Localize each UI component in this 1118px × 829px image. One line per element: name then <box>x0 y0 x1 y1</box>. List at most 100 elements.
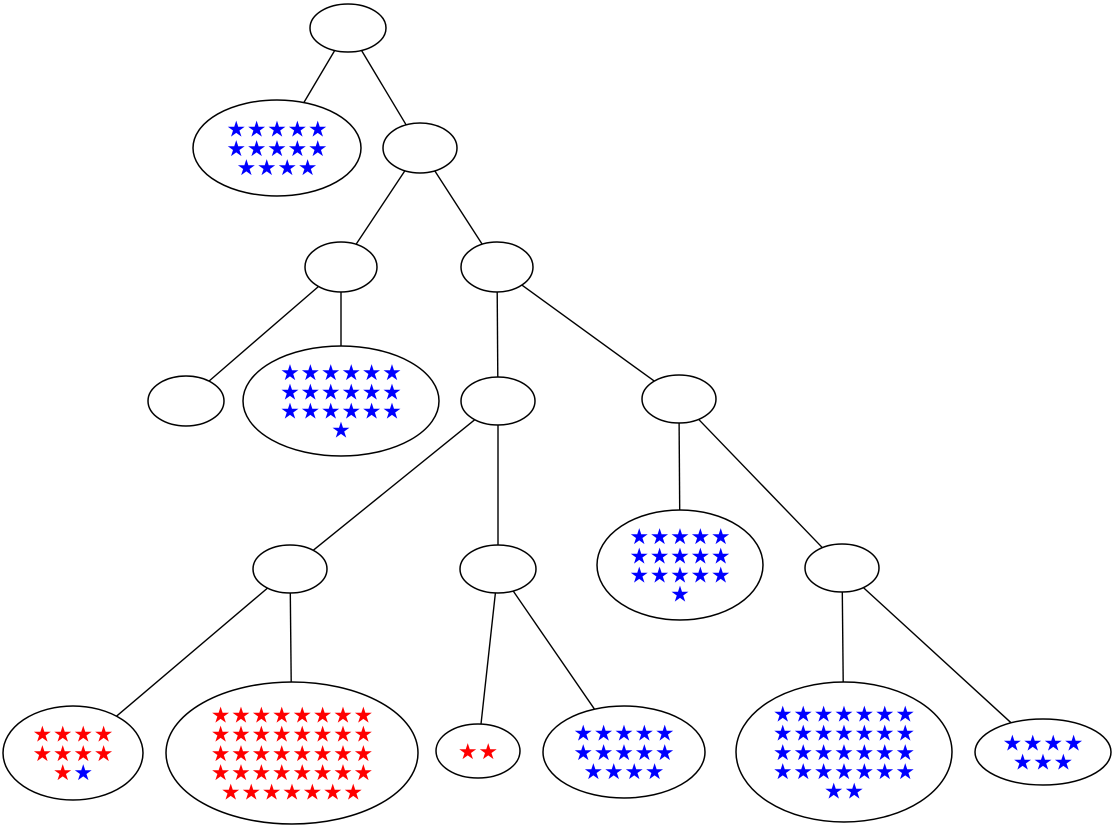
star-icon: ★ <box>354 723 374 748</box>
star-icon: ★ <box>272 723 292 748</box>
node-ellipse-leaf <box>242 345 440 457</box>
tree-node-leaf-a: ★★★★★★★★★★★★★★ <box>192 99 362 197</box>
star-icon: ★ <box>272 704 292 729</box>
tree-edge-root-leaf-a <box>303 50 336 103</box>
tree-edge-split-d-split-h <box>521 284 655 382</box>
node-ellipse-internal <box>304 241 378 293</box>
star-icon: ★ <box>1003 731 1023 756</box>
star-icon: ★ <box>670 525 690 550</box>
tree-node-root <box>309 3 387 53</box>
star-icon: ★ <box>288 118 308 143</box>
star-icon: ★ <box>650 525 670 550</box>
star-icon: ★ <box>458 740 478 765</box>
tree-node-split-g <box>460 376 536 426</box>
star-icon: ★ <box>629 564 649 589</box>
star-icon: ★ <box>292 704 312 729</box>
tree-node-split-i <box>252 544 328 594</box>
star-icon: ★ <box>231 742 251 767</box>
star-icon: ★ <box>635 722 655 747</box>
star-icon: ★ <box>226 118 246 143</box>
star-icon: ★ <box>834 703 854 728</box>
star-icon: ★ <box>241 780 261 805</box>
tree-node-leaf-q: ★★★★★★★★★★★★★★★★★★★★★★★★★★★★★★ <box>735 681 953 823</box>
node-ellipse-internal <box>460 376 536 426</box>
tree-node-leaf-k: ★★★★★★★★★★★★★★★★ <box>596 509 764 621</box>
star-icon: ★ <box>308 118 328 143</box>
star-icon: ★ <box>33 742 53 767</box>
tree-node-leaf-o: ★★ <box>435 723 521 779</box>
star-icon: ★ <box>362 380 382 405</box>
star-icon: ★ <box>341 380 361 405</box>
star-icon: ★ <box>73 742 93 767</box>
star-icon: ★ <box>73 723 93 748</box>
star-icon: ★ <box>382 380 402 405</box>
star-icon: ★ <box>333 723 353 748</box>
star-icon: ★ <box>1023 731 1043 756</box>
node-ellipse-leaf <box>435 723 521 779</box>
tree-edge-split-b-split-d <box>434 170 483 245</box>
tree-node-split-h <box>641 374 717 424</box>
star-icon: ★ <box>333 761 353 786</box>
node-ellipse-leaf <box>542 705 706 799</box>
star-icon: ★ <box>1013 751 1033 776</box>
star-icon: ★ <box>573 741 593 766</box>
edges-layer <box>116 50 1012 725</box>
tree-node-split-l <box>804 543 880 593</box>
star-icon: ★ <box>573 722 593 747</box>
node-ellipse-leaf <box>735 681 953 823</box>
star-icon: ★ <box>895 760 915 785</box>
tree-edge-split-c-leaf-e <box>208 285 319 382</box>
star-icon: ★ <box>793 741 813 766</box>
star-icon: ★ <box>670 564 690 589</box>
star-icon: ★ <box>33 723 53 748</box>
star-icon: ★ <box>211 704 231 729</box>
star-icon: ★ <box>308 137 328 162</box>
star-icon: ★ <box>94 742 114 767</box>
node-ellipse-internal <box>641 374 717 424</box>
star-icon: ★ <box>257 156 277 181</box>
node-ellipse-leaf <box>974 718 1112 786</box>
node-ellipse-leaf <box>165 681 419 825</box>
star-icon: ★ <box>614 741 634 766</box>
star-icon: ★ <box>323 780 343 805</box>
node-ellipse-internal <box>252 544 328 594</box>
tree-edge-split-l-leaf-q <box>841 591 844 683</box>
star-icon: ★ <box>267 137 287 162</box>
star-icon: ★ <box>362 400 382 425</box>
star-icon: ★ <box>594 722 614 747</box>
tree-edge-split-j-leaf-p <box>512 590 596 710</box>
star-icon: ★ <box>670 583 690 608</box>
star-icon: ★ <box>321 361 341 386</box>
star-icon: ★ <box>1033 751 1053 776</box>
star-icon: ★ <box>711 544 731 569</box>
nodes-layer: ★★★★★★★★★★★★★★★★★★★★★★★★★★★★★★★★★★★★★★★★… <box>2 3 1112 825</box>
star-icon: ★ <box>855 722 875 747</box>
star-icon: ★ <box>262 780 282 805</box>
node-ellipse-internal <box>309 3 387 53</box>
star-icon: ★ <box>333 704 353 729</box>
star-icon: ★ <box>341 361 361 386</box>
star-icon: ★ <box>313 761 333 786</box>
tree-edge-split-d-split-g <box>496 291 499 378</box>
star-icon: ★ <box>478 740 498 765</box>
star-icon: ★ <box>280 361 300 386</box>
star-icon: ★ <box>875 703 895 728</box>
star-icon: ★ <box>655 741 675 766</box>
star-icon: ★ <box>301 380 321 405</box>
star-icon: ★ <box>650 564 670 589</box>
star-icon: ★ <box>247 118 267 143</box>
star-icon: ★ <box>313 723 333 748</box>
star-icon: ★ <box>793 722 813 747</box>
star-icon: ★ <box>267 118 287 143</box>
star-icon: ★ <box>604 760 624 785</box>
star-icon: ★ <box>844 779 864 804</box>
star-icon: ★ <box>252 761 272 786</box>
star-icon: ★ <box>793 760 813 785</box>
star-icon: ★ <box>629 525 649 550</box>
star-icon: ★ <box>341 400 361 425</box>
star-icon: ★ <box>834 741 854 766</box>
star-icon: ★ <box>1043 731 1063 756</box>
star-icon: ★ <box>895 703 915 728</box>
node-ellipse-leaf <box>2 705 144 801</box>
